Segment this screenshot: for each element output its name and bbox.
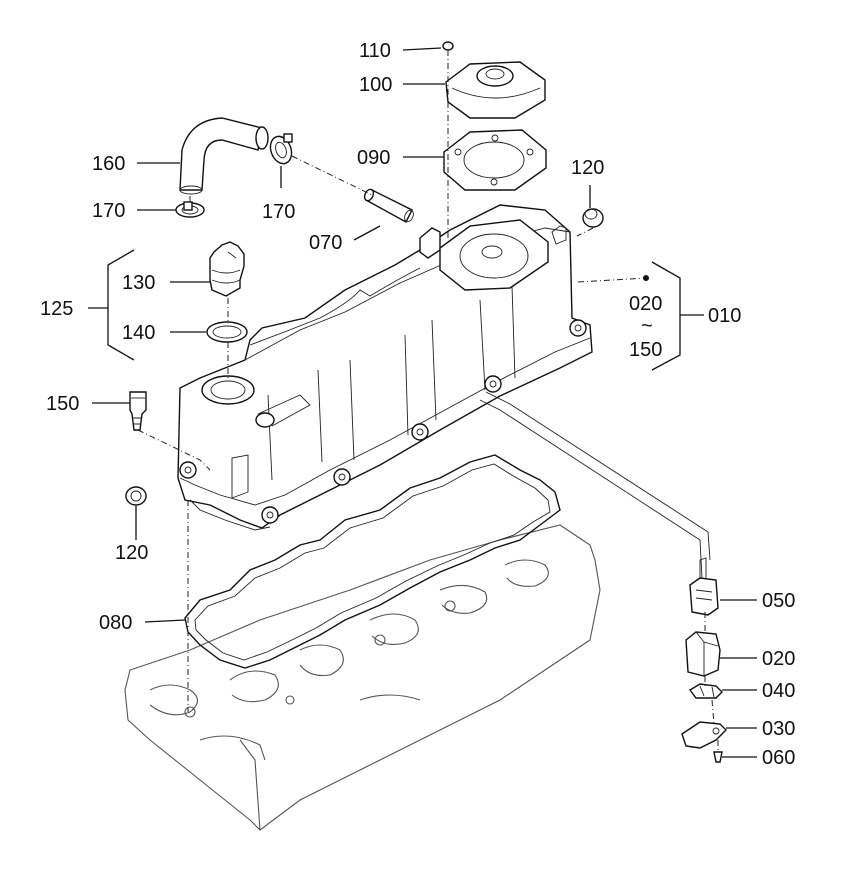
- screw: [442, 41, 454, 51]
- bracket: [689, 557, 719, 616]
- label-020: 020: [762, 648, 795, 670]
- pipe: [363, 188, 414, 223]
- label-080: 080: [99, 612, 132, 634]
- label-110: 110: [359, 40, 391, 62]
- label-140: 140: [122, 322, 155, 344]
- label-160: 160: [92, 153, 125, 175]
- label-120-bottom: 120: [115, 542, 148, 564]
- bolt: [129, 391, 147, 431]
- label-070: 070: [309, 232, 342, 254]
- leader-lines: [88, 47, 757, 758]
- plug: [582, 208, 604, 228]
- label-170-left: 170: [92, 200, 125, 222]
- label-030: 030: [762, 718, 795, 740]
- reference-lines: [137, 50, 719, 752]
- label-020-range-start: 020: [629, 293, 662, 315]
- oil-filler-cap: [209, 241, 245, 297]
- label-125: 125: [40, 298, 73, 320]
- screw: [713, 751, 723, 763]
- label-040: 040: [762, 680, 795, 702]
- range-tilde: ~: [641, 315, 653, 337]
- label-090: 090: [357, 147, 390, 169]
- callout-labels: 110 100 090 160 170 170 120 070 130 125 …: [40, 40, 795, 769]
- o-ring: [206, 321, 248, 343]
- label-170-right: 170: [262, 201, 295, 223]
- label-050: 050: [762, 590, 795, 612]
- hose-clamp: [269, 133, 293, 165]
- hose-clamp: [175, 201, 205, 218]
- label-130: 130: [122, 272, 155, 294]
- block: [685, 631, 721, 677]
- label-100: 100: [359, 74, 392, 96]
- reference-dot: [643, 275, 649, 281]
- breather-hose: [179, 117, 269, 195]
- plate: [681, 721, 727, 749]
- label-150: 150: [46, 393, 79, 415]
- label-150-range-end: 150: [629, 339, 662, 361]
- breather-cover: [445, 61, 546, 119]
- cylinder-head: [124, 524, 601, 831]
- label-060: 060: [762, 747, 795, 769]
- head-cover-gasket: [184, 454, 561, 669]
- clip: [688, 683, 723, 699]
- cylinder-head-cover: [177, 204, 593, 531]
- plug: [125, 486, 147, 506]
- label-120-top: 120: [571, 157, 604, 179]
- label-010: 010: [708, 305, 741, 327]
- diaphragm: [443, 129, 547, 191]
